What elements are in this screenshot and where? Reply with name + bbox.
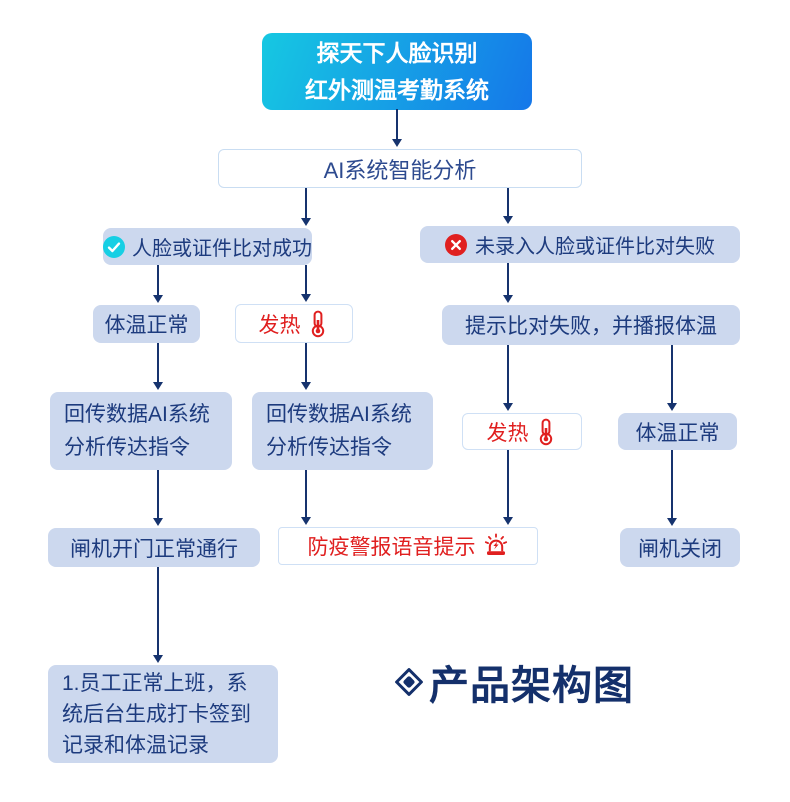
root-line1: 探天下人脸识别 (316, 39, 478, 66)
relay-left-line1: 回传数据AI系统 (64, 403, 210, 426)
arrow-relay-to-gate-open (152, 470, 164, 526)
node-fever-left: 发热 (235, 304, 353, 343)
diamond-icon (394, 667, 424, 697)
relay-left-line2: 分析传达指令 (64, 436, 190, 459)
record-label: 1.员工正常上班，系统后台生成打卡签到记录和体温记录 (62, 672, 251, 757)
thermometer-icon (534, 418, 558, 446)
node-gate-open: 闸机开门正常通行 (48, 528, 260, 567)
node-temp-normal-right: 体温正常 (618, 413, 737, 450)
node-match-success: 人脸或证件比对成功 (103, 228, 312, 265)
arrow-prompt-to-temp-normal-right (666, 345, 678, 411)
temp-normal-right-label: 体温正常 (635, 421, 720, 445)
relay-mid-line2: 分析传达指令 (266, 436, 392, 459)
arrow-relay-to-alarm (300, 470, 312, 525)
node-relay-data-left: 回传数据AI系统 分析传达指令 (50, 392, 232, 470)
gate-closed-label: 闸机关闭 (638, 537, 722, 561)
prompt-fail-label: 提示比对失败，并播报体温 (465, 315, 717, 338)
node-fever-right: 发热 (462, 413, 582, 450)
match-fail-label: 未录入人脸或证件比对失败 (475, 236, 715, 258)
node-temp-normal-left: 体温正常 (93, 305, 200, 343)
arrow-fever-to-relay (300, 343, 312, 390)
arrow-fever-right-to-alarm (502, 450, 514, 525)
ai-label: AI系统智能分析 (323, 157, 477, 183)
gate-open-label: 闸机开门正常通行 (70, 537, 238, 561)
arrow-prompt-to-fever-right (502, 345, 514, 411)
root-line2: 红外测温考勤系统 (305, 76, 489, 103)
check-circle-icon (103, 235, 125, 258)
node-epidemic-alarm: 防疫警报语音提示 (278, 527, 538, 565)
arrow-gate-open-to-record (152, 567, 164, 663)
temp-normal-left-label: 体温正常 (104, 314, 189, 337)
node-ai-analysis: AI系统智能分析 (218, 149, 582, 188)
alarm-label: 防疫警报语音提示 (307, 536, 476, 559)
root-node-system-title: 探天下人脸识别 红外测温考勤系统 (262, 33, 532, 110)
arrow-ai-to-success (300, 188, 312, 226)
caption-text: 产品架构图 (429, 664, 634, 708)
siren-icon (483, 533, 509, 559)
diagram-caption: 产品架构图 (394, 656, 634, 708)
fever-left-label: 发热 (258, 313, 301, 337)
arrow-root-to-ai (391, 109, 403, 147)
arrow-temp-normal-to-relay (152, 343, 164, 390)
thermometer-icon (306, 310, 330, 338)
node-gate-closed: 闸机关闭 (620, 528, 740, 567)
arrow-success-to-fever (300, 265, 312, 302)
match-success-label: 人脸或证件比对成功 (132, 238, 312, 260)
arrow-success-to-temp-normal (152, 265, 164, 303)
x-circle-icon (445, 233, 467, 256)
arrow-temp-normal-right-to-gate-closed (666, 450, 678, 526)
relay-mid-line1: 回传数据AI系统 (266, 403, 412, 426)
node-relay-data-mid: 回传数据AI系统 分析传达指令 (252, 392, 433, 470)
node-attendance-record: 1.员工正常上班，系统后台生成打卡签到记录和体温记录 (48, 665, 278, 763)
node-match-fail: 未录入人脸或证件比对失败 (420, 226, 740, 263)
arrow-fail-to-prompt (502, 263, 514, 303)
arrow-ai-to-fail (502, 188, 514, 224)
fever-right-label: 发热 (486, 421, 529, 445)
node-prompt-fail-broadcast: 提示比对失败，并播报体温 (442, 305, 740, 345)
